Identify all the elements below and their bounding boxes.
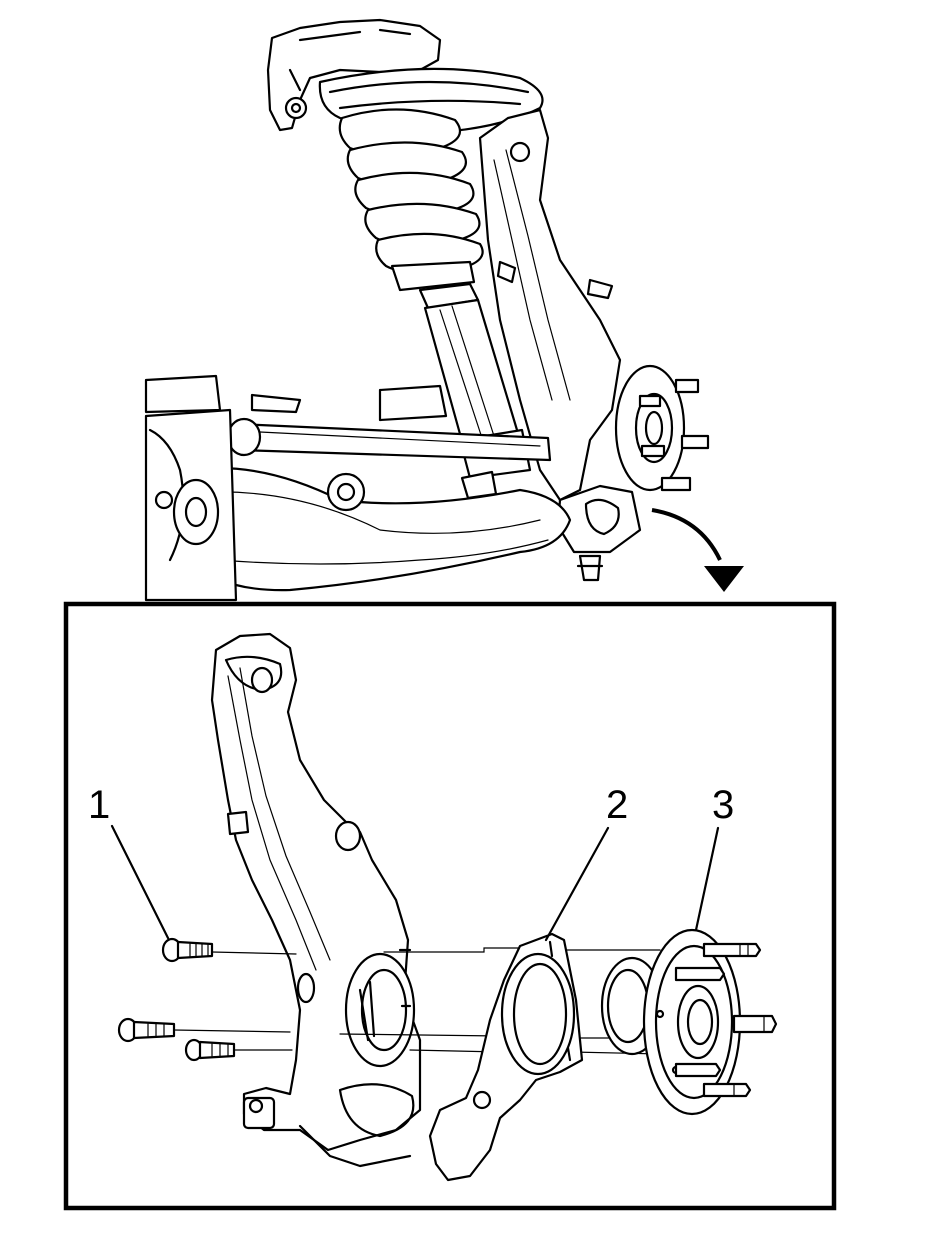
suspension-assembly-illustration bbox=[144, 18, 744, 602]
coil-spring bbox=[338, 108, 484, 292]
callout-1: 1 bbox=[88, 783, 170, 940]
lower-ball-joint bbox=[556, 484, 642, 582]
tie-rod bbox=[226, 417, 552, 462]
hub-installed bbox=[614, 364, 710, 492]
exploded-view bbox=[117, 632, 778, 1182]
callout-label-2: 2 bbox=[606, 783, 628, 827]
mounting-bolt-1 bbox=[161, 937, 214, 963]
mounting-bolt-3 bbox=[184, 1038, 236, 1062]
steering-knuckle bbox=[210, 632, 422, 1168]
knuckle-installed bbox=[478, 108, 622, 502]
lower-control-arm bbox=[188, 466, 572, 592]
subframe bbox=[144, 374, 448, 602]
wheel-studs bbox=[674, 942, 778, 1098]
callout-label-3: 3 bbox=[712, 783, 734, 827]
detail-arrow bbox=[651, 508, 744, 592]
callout-label-1: 1 bbox=[88, 783, 110, 827]
callout-2: 2 bbox=[544, 783, 628, 942]
mounting-bolt-2 bbox=[117, 1017, 176, 1043]
callout-3: 3 bbox=[694, 783, 734, 932]
detail-frame bbox=[63, 601, 837, 1211]
splash-shield bbox=[428, 932, 584, 1182]
